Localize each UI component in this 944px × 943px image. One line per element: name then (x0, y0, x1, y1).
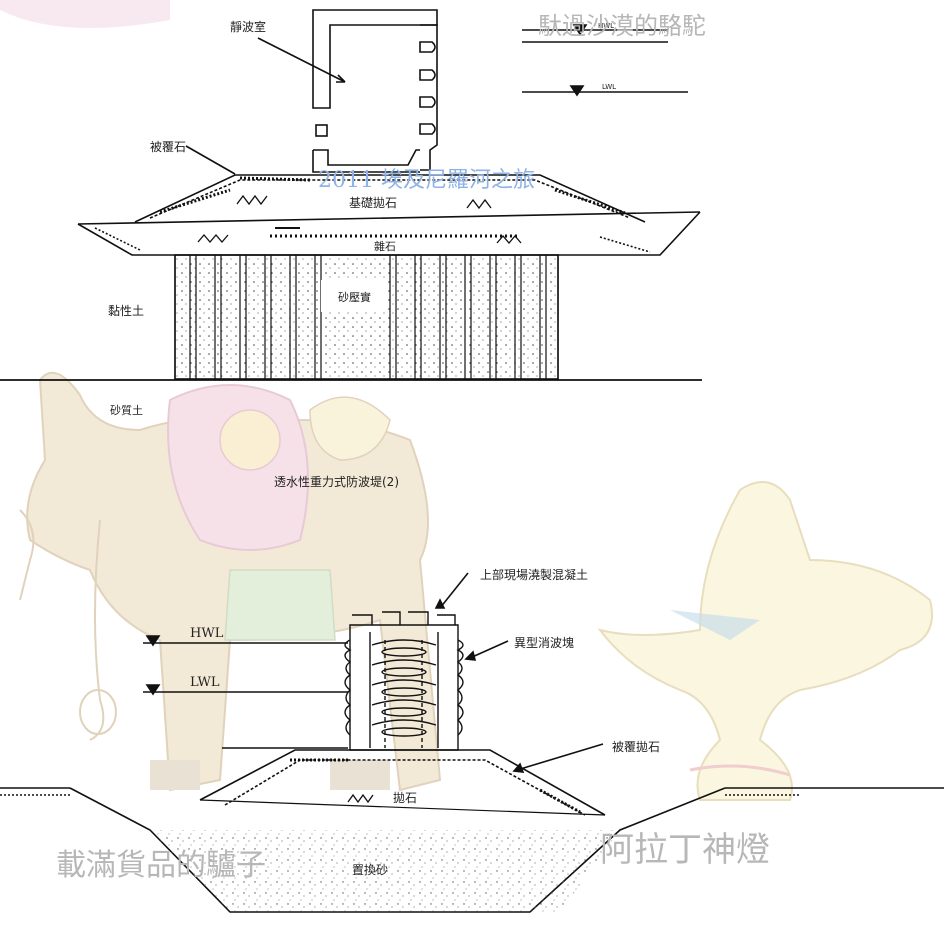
replacement-sand-fill (150, 830, 620, 912)
rubble-mound-outline (134, 174, 646, 223)
label-sandy-soil: 砂質土 (110, 404, 143, 417)
caisson-opening (315, 124, 328, 137)
lower-mound-outline (199, 749, 606, 816)
watermark-top-right: 馱過沙漠的駱駝 (538, 12, 706, 40)
section-caption: 透水性重力式防波堤(2) (274, 475, 399, 489)
label-hwl: HWL (190, 626, 224, 641)
port-2 (419, 69, 436, 81)
label-cover-stone: 被覆石 (150, 140, 187, 154)
label-lwl: LWL (190, 675, 220, 690)
lower-section (0, 572, 944, 913)
label-special-blocks: 異型消波塊 (514, 636, 575, 650)
label-wave-chamber: 靜波室 (230, 20, 267, 34)
watermark-bottom-left: 載滿貨品的驢子 (56, 848, 266, 883)
upper-section (0, 9, 702, 381)
label-cover-rubble: 被覆拋石 (612, 740, 661, 754)
label-rubble: 拋石 (393, 791, 418, 805)
port-1 (419, 41, 436, 53)
label-replacement-sand: 置換砂 (352, 863, 389, 877)
sand-compaction-piles (174, 254, 559, 380)
port-3 (419, 96, 436, 108)
label-sand-pile: 砂壓實 (338, 291, 371, 304)
port-4 (419, 123, 436, 135)
background-sketch (0, 0, 933, 801)
watermark-bottom-right: 阿拉丁神燈 (600, 830, 770, 870)
label-lwl-small: LWL (602, 83, 617, 91)
label-mixed-stone: 雜石 (374, 240, 396, 253)
label-cast-in-place-concrete: 上部現場澆製混凝土 (480, 568, 589, 582)
base-top-line (77, 211, 701, 225)
watermark-center: 2011 埃及尼羅河之旅 (318, 168, 535, 193)
caisson-wall (312, 9, 438, 109)
pile-lines (174, 255, 559, 380)
label-hwl-small: HWL (598, 22, 615, 30)
label-clay: 黏性土 (108, 304, 145, 318)
label-foundation-rubble: 基礎拋石 (349, 196, 398, 210)
pink-sketch-top (0, 0, 170, 28)
lamp-sketch (597, 481, 933, 801)
